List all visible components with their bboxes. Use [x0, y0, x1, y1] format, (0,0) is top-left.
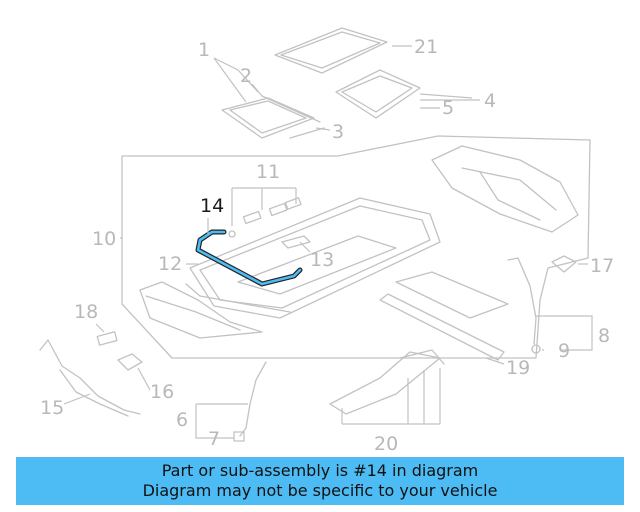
part-17	[551, 255, 577, 273]
part-7-clip	[233, 431, 245, 442]
callout-9: 9	[558, 340, 570, 362]
parts-diagram: 1 2 3 4 5 6 7 8 9 10 11 12 13 14 15 16 1…	[39, 27, 614, 455]
banner-line-2: Diagram may not be specific to your vehi…	[142, 481, 498, 500]
part-19-shade	[379, 271, 509, 361]
callout-13: 13	[310, 249, 334, 271]
leader-lines	[63, 45, 593, 439]
part-18	[96, 331, 118, 346]
callout-5: 5	[442, 97, 454, 119]
callout-12: 12	[158, 253, 182, 275]
part-16	[117, 353, 143, 371]
callout-11: 11	[256, 161, 280, 183]
callout-1: 1	[198, 39, 210, 61]
callout-3: 3	[332, 121, 344, 143]
part-15-cable	[39, 339, 141, 417]
callout-10: 10	[92, 228, 116, 250]
callout-8: 8	[598, 325, 610, 347]
part-11-clips	[228, 197, 311, 249]
callout-19: 19	[506, 357, 530, 379]
info-banner: Part or sub-assembly is #14 in diagram D…	[16, 457, 624, 505]
sunroof-frame	[139, 197, 441, 339]
callout-21: 21	[414, 36, 438, 58]
part-21-glass	[274, 27, 388, 74]
callout-4: 4	[484, 90, 496, 112]
callout-17: 17	[590, 255, 614, 277]
part-9-clip	[531, 344, 541, 354]
assembly-boundary	[121, 135, 591, 359]
banner-line-1: Part or sub-assembly is #14 in diagram	[161, 461, 479, 480]
part-4-panel	[335, 69, 421, 119]
rear-housing	[431, 145, 579, 233]
part-8-tube	[507, 257, 537, 345]
callout-14: 14	[200, 195, 224, 217]
part-1-panel	[221, 95, 325, 139]
callout-6: 6	[176, 409, 188, 431]
callout-20: 20	[374, 433, 398, 455]
callout-18: 18	[74, 301, 98, 323]
part-20-mechanism	[329, 349, 445, 415]
callout-16: 16	[150, 381, 174, 403]
callout-15: 15	[40, 397, 64, 419]
part-14-highlight	[195, 229, 303, 287]
callout-7: 7	[208, 428, 220, 450]
callout-2: 2	[240, 65, 252, 87]
part-6-tube	[239, 361, 267, 437]
